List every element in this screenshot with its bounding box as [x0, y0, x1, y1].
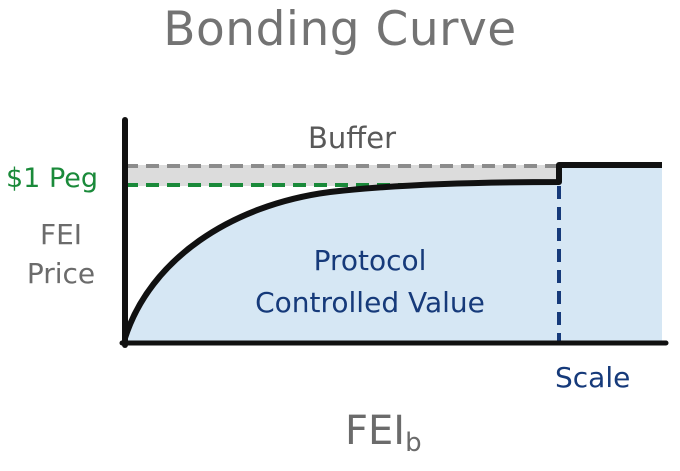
pcv-label: Protocol Controlled Value — [230, 240, 510, 324]
scale-label: Scale — [555, 361, 631, 394]
peg-label: $1 Peg — [6, 163, 99, 194]
x-axis-label: FEIb — [345, 408, 422, 458]
pcv-label-line2: Controlled Value — [255, 286, 485, 319]
bonding-curve — [122, 162, 662, 339]
pcv-label-line1: Protocol — [313, 244, 427, 277]
y-axis-label-line1: FEI — [39, 218, 83, 251]
x-axis-label-subscript: b — [405, 428, 422, 458]
x-axis-label-main: FEI — [345, 408, 406, 454]
y-axis-label-line2: Price — [26, 257, 96, 290]
diagram-title: Bonding Curve — [163, 2, 517, 57]
buffer-label: Buffer — [308, 121, 397, 155]
